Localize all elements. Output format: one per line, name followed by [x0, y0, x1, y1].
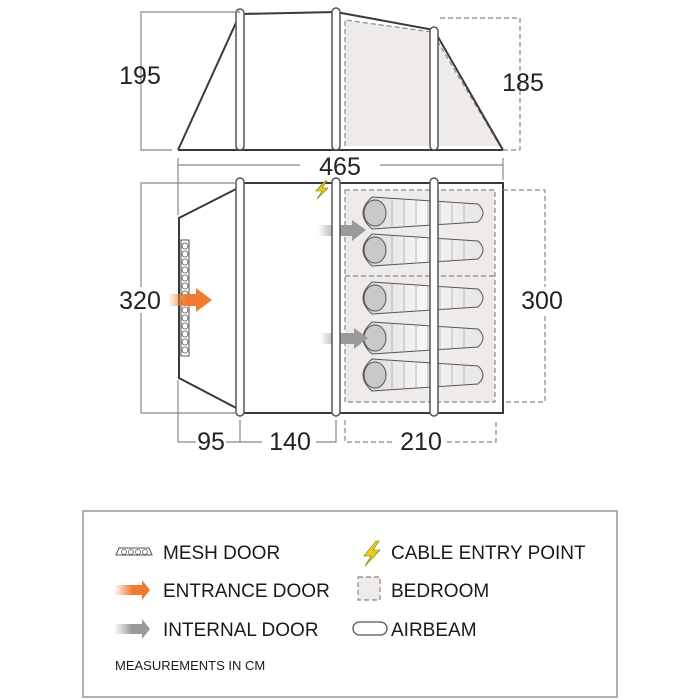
porch-length-label: 95: [197, 428, 225, 456]
legend-bedroom: BEDROOM: [391, 581, 489, 602]
living-length-label: 140: [269, 428, 311, 456]
legend-entrance-door: ENTRANCE DOOR: [163, 581, 330, 602]
total-length-label: 465: [319, 153, 361, 181]
sleeping-bags: [362, 196, 484, 392]
airbeam: [331, 7, 341, 151]
measurements-note: MEASUREMENTS IN CM: [115, 658, 265, 673]
entrance-door-arrow-icon: [168, 288, 212, 312]
airbeam: [429, 26, 439, 151]
bedroom-length-label: 210: [400, 428, 442, 456]
mesh-door-legend-icon: [115, 547, 153, 556]
legend-cable-entry: CABLE ENTRY POINT: [391, 543, 586, 564]
airbeam-legend-icon: [352, 621, 388, 636]
cable-entry-legend-icon: [363, 540, 381, 567]
sleeping-bag-icon: [362, 196, 484, 230]
airbeam: [331, 177, 341, 417]
sleeping-bag-icon: [362, 281, 484, 315]
legend-internal-door: INTERNAL DOOR: [163, 620, 319, 641]
width-front-label: 320: [119, 287, 161, 315]
sleeping-bag-icon: [362, 233, 484, 267]
airbeam: [235, 177, 245, 417]
airbeam: [235, 8, 245, 151]
width-bedroom-label: 300: [521, 287, 563, 315]
sleeping-bag-icon: [362, 321, 484, 355]
bedroom-legend-icon: [357, 576, 381, 601]
height-right-label: 185: [502, 69, 544, 97]
internal-arrow-legend-icon: [114, 619, 150, 639]
side-view: 195 185 465: [119, 7, 544, 215]
legend-airbeam: AIRBEAM: [391, 620, 477, 641]
sleeping-bag-icon: [362, 358, 484, 392]
airbeam: [429, 177, 439, 417]
floor-plan: 320 300 95 140 210: [118, 177, 568, 456]
entrance-arrow-legend-icon: [114, 580, 150, 600]
height-left-label: 195: [119, 62, 161, 90]
legend-mesh-door: MESH DOOR: [163, 543, 280, 564]
bedroom-side-area: [345, 20, 500, 146]
cable-entry-icon: [315, 180, 329, 200]
legend: MESH DOOR CABLE ENTRY POINT ENTRANCE DOO…: [82, 510, 618, 698]
